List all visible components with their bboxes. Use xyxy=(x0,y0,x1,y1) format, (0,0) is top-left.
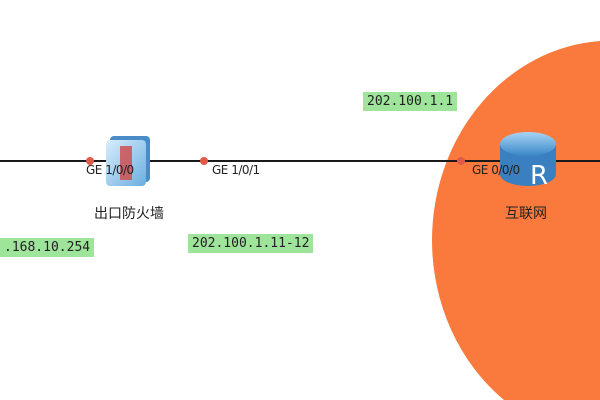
link-line xyxy=(0,160,600,162)
router-icon: R xyxy=(500,132,556,191)
ip-label-fw-out: 202.100.1.11-12 xyxy=(188,234,314,253)
port-dot xyxy=(457,157,465,165)
port-dot xyxy=(200,157,208,165)
svg-text:R: R xyxy=(530,161,548,191)
port-label-router-in: GE 0/0/0 xyxy=(472,163,520,177)
router-label: 互联网 xyxy=(505,206,547,222)
port-label-fw-in: GE 1/0/0 xyxy=(86,163,134,177)
firewall-icon xyxy=(106,136,150,186)
port-dot xyxy=(86,157,94,165)
ip-label-fw-in: .168.10.254 xyxy=(0,238,95,257)
firewall-label: 出口防火墙 xyxy=(94,206,164,222)
ip-label-router: 202.100.1.1 xyxy=(363,92,458,111)
port-label-fw-out: GE 1/0/1 xyxy=(212,163,260,177)
